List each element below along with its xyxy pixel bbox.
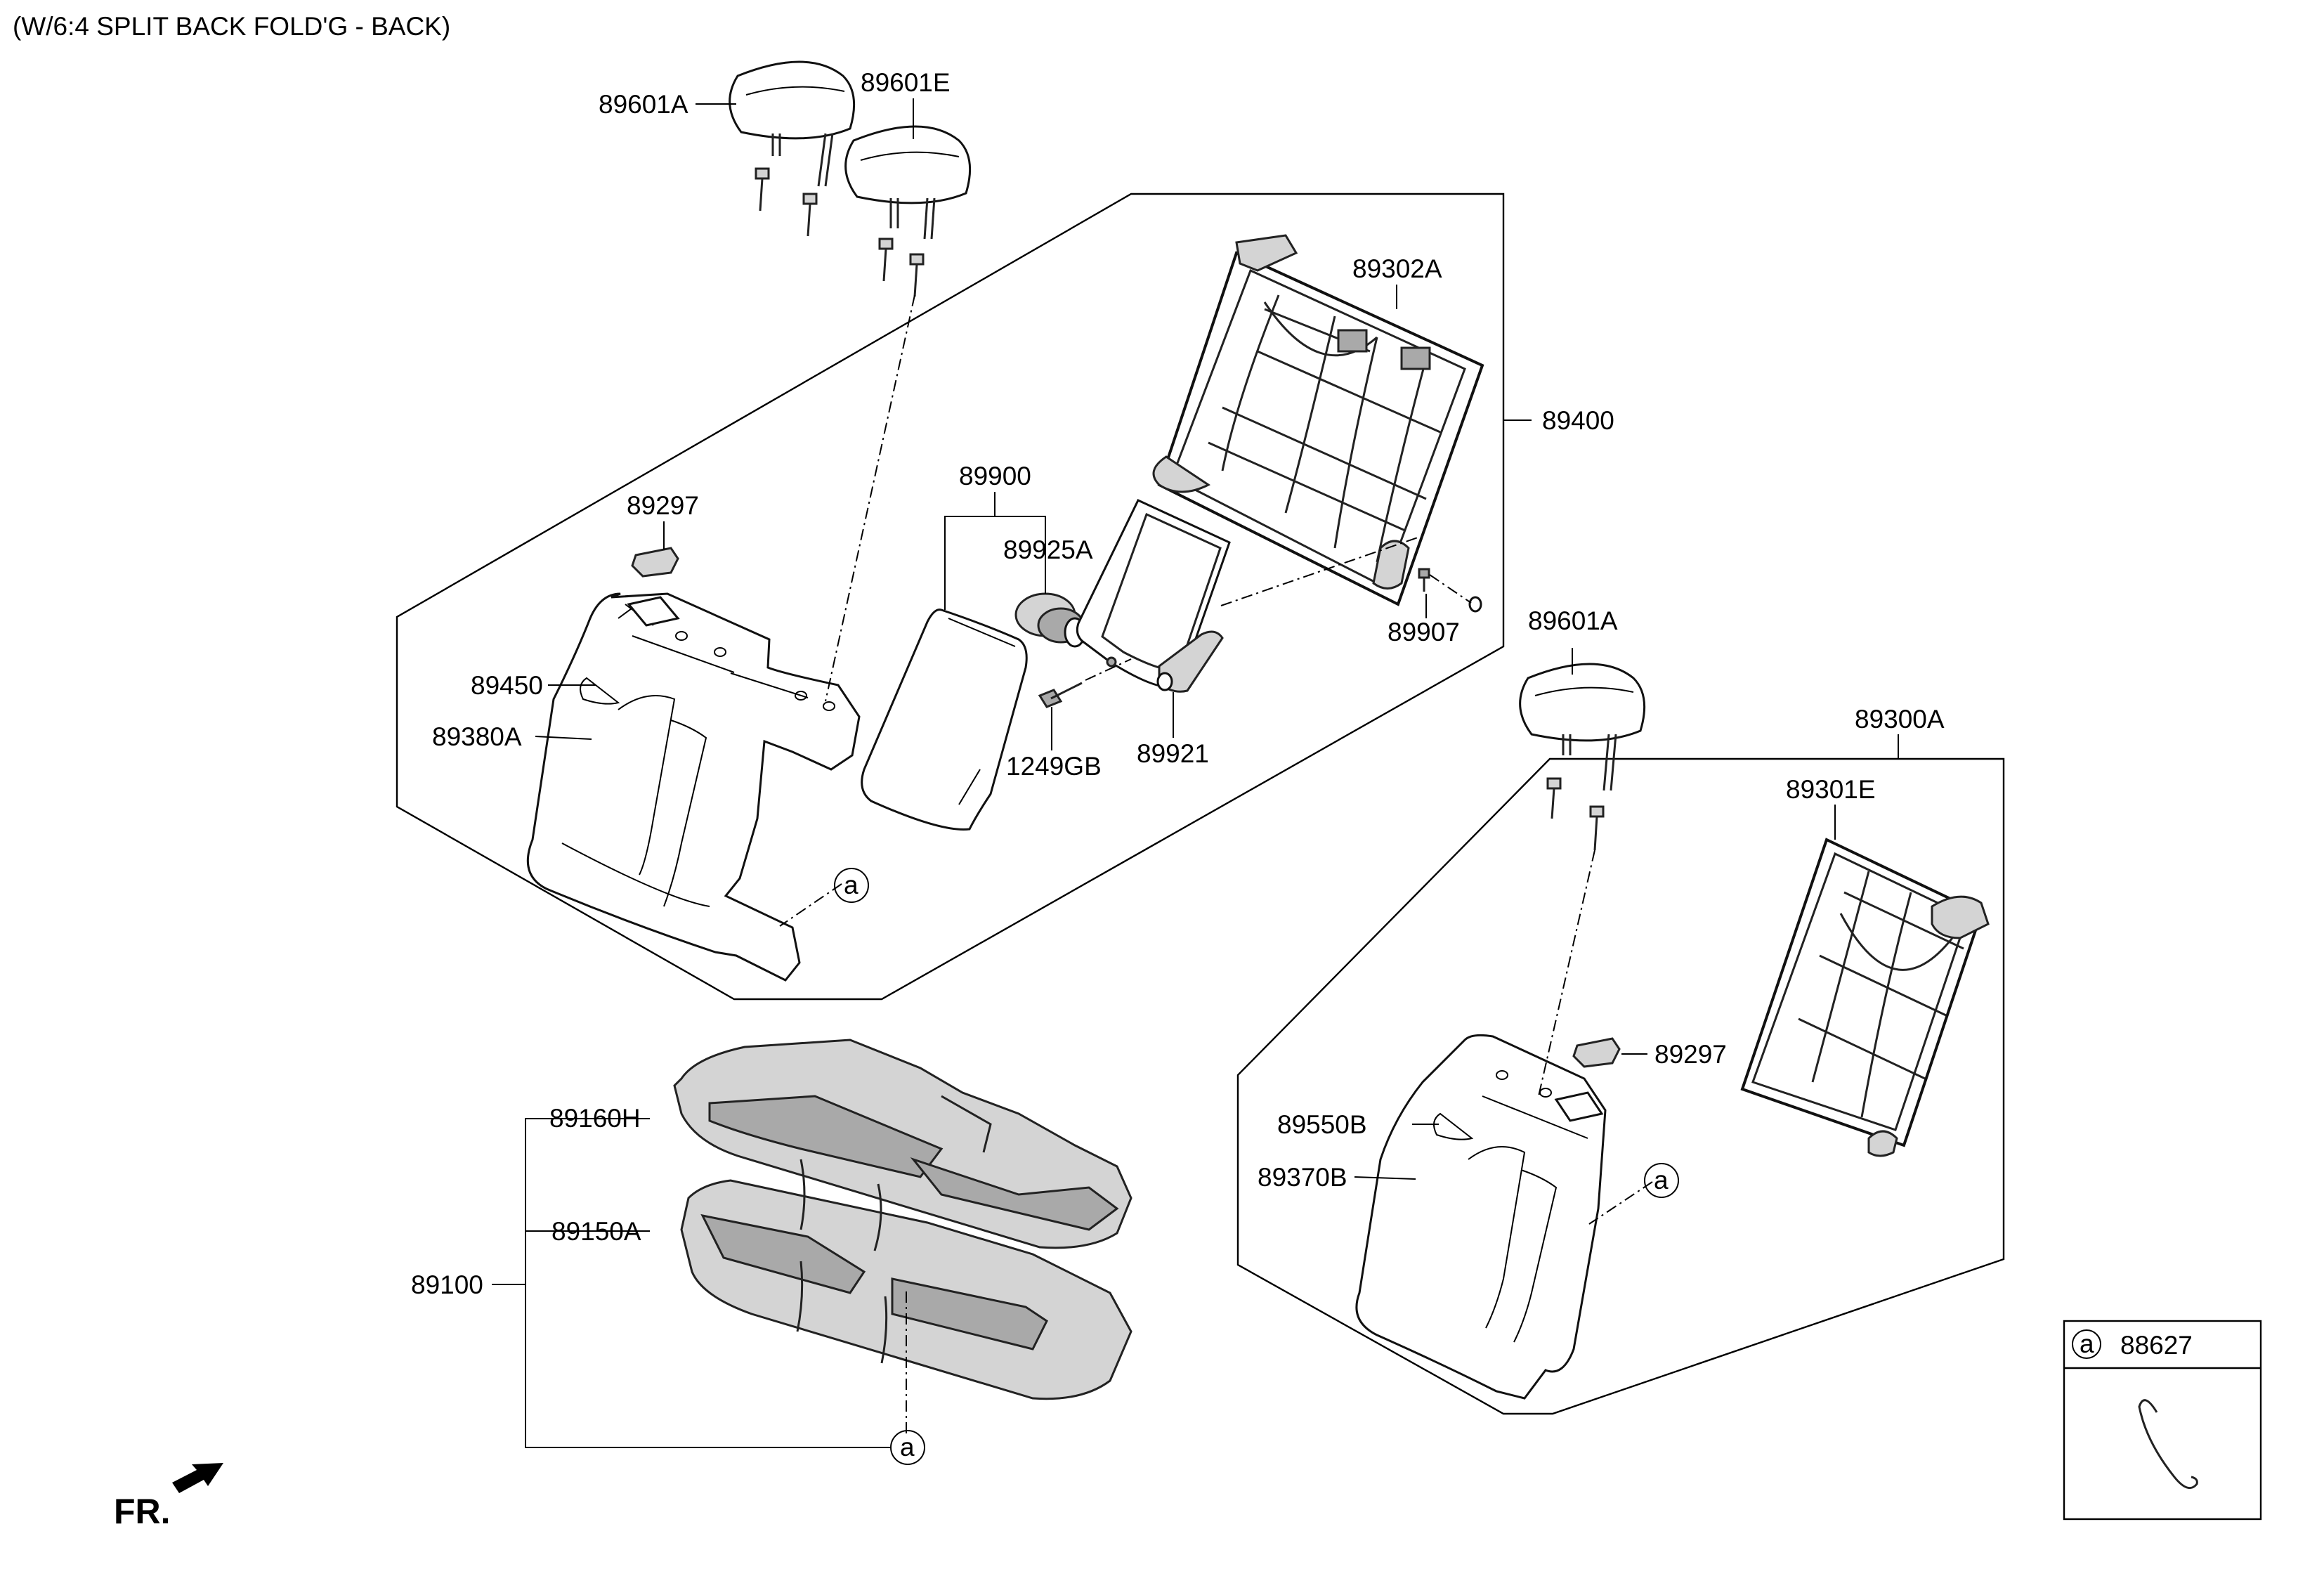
label-89297-right: 89297 (1654, 1040, 1727, 1069)
armrest-89900[interactable] (861, 608, 1028, 831)
front-direction-indicator: FR. (114, 1463, 223, 1531)
label-89925A: 89925A (1003, 535, 1093, 564)
bolt-1249GB (1038, 682, 1083, 708)
group-89400-outline (396, 193, 1505, 1001)
guide-89297-left (631, 547, 679, 578)
label-89160H: 89160H (549, 1104, 641, 1133)
ref-a-circle-bottom[interactable]: a (890, 1430, 925, 1465)
seatback-cover-89380A[interactable] (526, 592, 861, 982)
label-89301E: 89301E (1786, 775, 1876, 804)
ref-a-letter: a (1654, 1166, 1669, 1195)
seat-cushion-89160H[interactable] (673, 1039, 1132, 1251)
hook-clip-icon (2138, 1399, 2198, 1490)
front-arrow-icon (172, 1463, 223, 1493)
label-89900: 89900 (959, 462, 1031, 490)
headrest-guide-pins-top (755, 167, 925, 297)
label-89907: 89907 (1388, 618, 1460, 646)
seatback-cover-89370B[interactable] (1355, 1034, 1607, 1400)
label-89601E: 89601E (861, 68, 951, 97)
cupholder-89925A[interactable] (1014, 592, 1086, 648)
headrest-89601E[interactable] (844, 125, 972, 240)
headrest-89601A-top[interactable] (729, 60, 856, 187)
seatback-frame-89302A[interactable] (1152, 234, 1484, 606)
ref-a-circle-left[interactable]: a (834, 868, 869, 903)
label-89150A: 89150A (551, 1217, 641, 1246)
group-89300A-outline (1236, 757, 2005, 1415)
label-89370B: 89370B (1258, 1163, 1347, 1192)
inset-ref-letter: a (2080, 1329, 2094, 1358)
armrest-bezel-89921[interactable] (1076, 499, 1231, 693)
screw-89907 (1418, 568, 1482, 613)
label-89302A: 89302A (1352, 254, 1442, 283)
headrest-89601A-right[interactable] (1519, 663, 1646, 851)
inset-part-number: 88627 (2120, 1331, 2193, 1360)
label-89450: 89450 (471, 671, 543, 700)
label-89380A: 89380A (432, 722, 522, 751)
diagram-title: (W/6:4 SPLIT BACK FOLD'G - BACK) (13, 12, 450, 41)
label-89550B: 89550B (1277, 1110, 1367, 1139)
label-89400: 89400 (1542, 406, 1614, 435)
label-1249GB: 1249GB (1006, 752, 1102, 781)
label-89601A-right: 89601A (1528, 606, 1618, 635)
seat-cushion-89150A[interactable] (680, 1179, 1132, 1400)
label-89601A-top: 89601A (599, 90, 688, 119)
front-label: FR. (114, 1492, 171, 1531)
ref-a-letter: a (844, 871, 859, 899)
guide-89297-right (1572, 1037, 1621, 1068)
label-89300A: 89300A (1855, 705, 1945, 734)
seatback-frame-89301E[interactable] (1740, 838, 1990, 1157)
inset-88627[interactable]: a 88627 (2063, 1320, 2262, 1521)
label-89297-left: 89297 (627, 491, 699, 520)
label-89921: 89921 (1137, 739, 1209, 768)
label-89100: 89100 (411, 1270, 483, 1299)
ref-a-circle-right[interactable]: a (1644, 1163, 1679, 1198)
ref-a-letter: a (900, 1433, 915, 1462)
